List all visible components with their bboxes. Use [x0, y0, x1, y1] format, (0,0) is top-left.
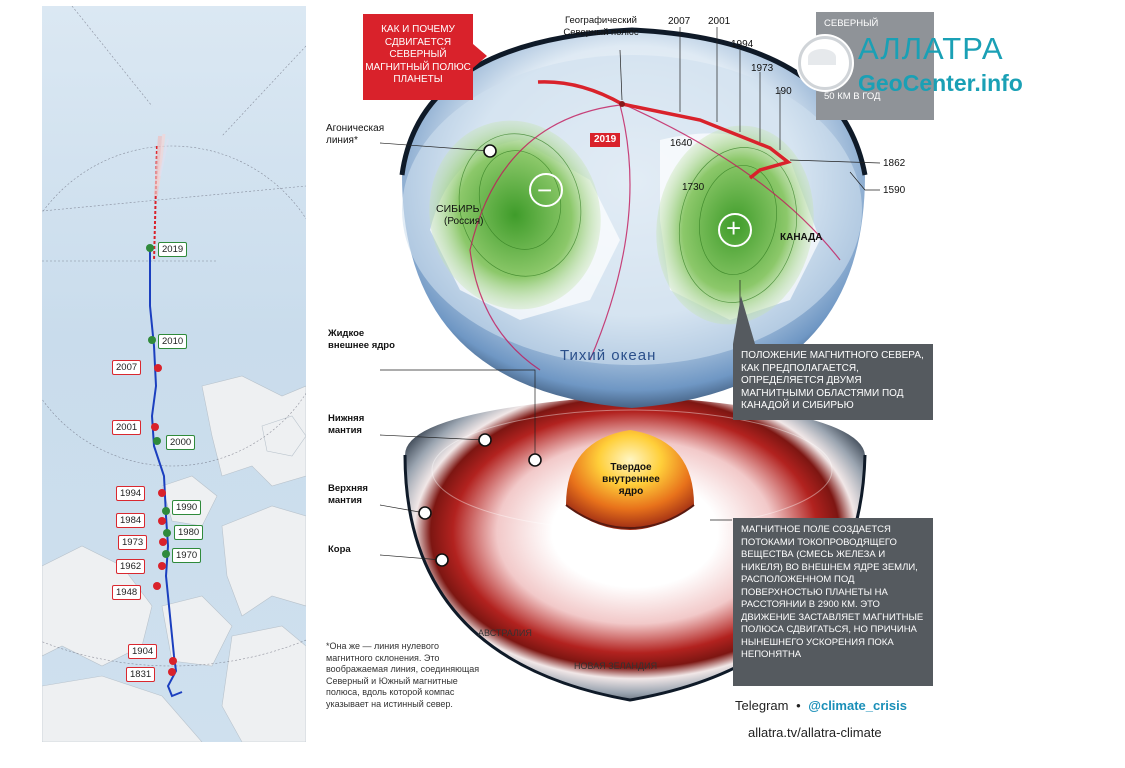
- speed-box-line1: СЕВЕРНЫЙ: [824, 18, 879, 29]
- map-year-1984: 1984: [116, 513, 146, 528]
- map-year-1831: 1831: [126, 667, 156, 682]
- year-1590-label: 1590: [883, 185, 906, 196]
- australia-label: АВСТРАЛИЯ: [478, 628, 532, 638]
- year-1994-label: 1994: [731, 39, 754, 50]
- map-year-2000: 2000: [166, 435, 196, 450]
- title-text: КАК И ПОЧЕМУ СДВИГАЕТСЯ СЕВЕРНЫЙ МАГНИТН…: [365, 24, 471, 85]
- magnetic-north-info-box: ПОЛОЖЕНИЕ МАГНИТНОГО СЕВЕРА, КАК ПРЕДПОЛ…: [733, 344, 933, 420]
- map-year-1980: 1980: [174, 525, 204, 540]
- telegram-separator: •: [796, 698, 801, 713]
- map-year-1948: 1948: [112, 585, 142, 600]
- year-2007-label: 2007: [668, 16, 691, 27]
- title-arrow: [473, 44, 487, 68]
- telegram-handle-link[interactable]: @climate_crisis: [808, 698, 907, 713]
- map-year-2010: 2010: [158, 334, 188, 349]
- map-graphic: [42, 6, 306, 742]
- telegram-label: Telegram: [735, 698, 789, 713]
- map-year-1990: 1990: [172, 500, 202, 515]
- year-190-label: 190: [775, 86, 792, 97]
- year-2019-badge: 2019: [590, 133, 621, 147]
- year-1973-label: 1973: [751, 63, 774, 74]
- allatra-logo-icon: [798, 36, 852, 90]
- map-year-2007: 2007: [112, 360, 142, 375]
- pole-drift-map: 2019 2010 2000 1990 1980 1970 2007 2001 …: [42, 6, 306, 742]
- map-year-1962: 1962: [116, 559, 146, 574]
- magnetic-north-info-text: ПОЛОЖЕНИЕ МАГНИТНОГО СЕВЕРА, КАК ПРЕДПОЛ…: [741, 350, 924, 411]
- title-box: КАК И ПОЧЕМУ СДВИГАЕТСЯ СЕВЕРНЫЙ МАГНИТН…: [363, 14, 473, 100]
- logo-inner: [808, 49, 836, 65]
- magnetic-field-info-box: МАГНИТНОЕ ПОЛЕ СОЗДАЕТСЯ ПОТОКАМИ ТОКОПР…: [733, 518, 933, 686]
- earth-diagram: [379, 27, 881, 702]
- magnetic-field-info-text: МАГНИТНОЕ ПОЛЕ СОЗДАЕТСЯ ПОТОКАМИ ТОКОПР…: [741, 524, 924, 660]
- telegram-line: Telegram • @climate_crisis: [735, 698, 907, 713]
- canada-label: КАНАДА: [780, 232, 823, 243]
- info-box-pointer: [733, 296, 755, 344]
- year-1730-label: 1730: [682, 182, 705, 193]
- map-year-2001: 2001: [112, 420, 142, 435]
- plus-sign: +: [726, 213, 742, 243]
- speed-box-line2: 50 КМ В ГОД: [824, 90, 881, 102]
- new-zealand-label: НОВАЯ ЗЕЛАНДИЯ: [574, 661, 658, 671]
- map-year-1970: 1970: [172, 548, 202, 563]
- year-1862-label: 1862: [883, 158, 906, 169]
- map-year-1973: 1973: [118, 535, 148, 550]
- siberia-label: СИБИРЬ: [436, 203, 480, 215]
- agonic-line-label: Агоническая линия*: [326, 123, 385, 146]
- minus-sign: −: [537, 175, 553, 205]
- agonic-footnote: *Она же — линия нулевого магнитного скло…: [326, 641, 480, 709]
- site-url-link[interactable]: allatra.tv/allatra-climate: [748, 725, 882, 740]
- russia-label: (Россия): [444, 216, 484, 227]
- year-1640-label: 1640: [670, 138, 693, 149]
- map-year-2019: 2019: [158, 242, 188, 257]
- year-2001-label: 2001: [708, 16, 731, 27]
- inner-core-label: Твердое внутреннее ядро: [602, 462, 660, 497]
- logo-title: АЛЛАТРА: [858, 31, 1004, 66]
- upper-mantle-label: Верхняя мантия: [328, 483, 368, 506]
- liquid-core-label: Жидкое внешнее ядро: [328, 328, 395, 351]
- crust-label: Кора: [328, 544, 351, 555]
- lower-mantle-label: Нижняя мантия: [328, 413, 365, 436]
- geo-pole-label: Географический Северный полюс: [563, 15, 639, 38]
- pacific-ocean-label: Тихий океан: [560, 347, 657, 364]
- map-year-1904: 1904: [128, 644, 158, 659]
- map-year-1994: 1994: [116, 486, 146, 501]
- logo-subtitle: GeoCenter.info: [858, 70, 1023, 96]
